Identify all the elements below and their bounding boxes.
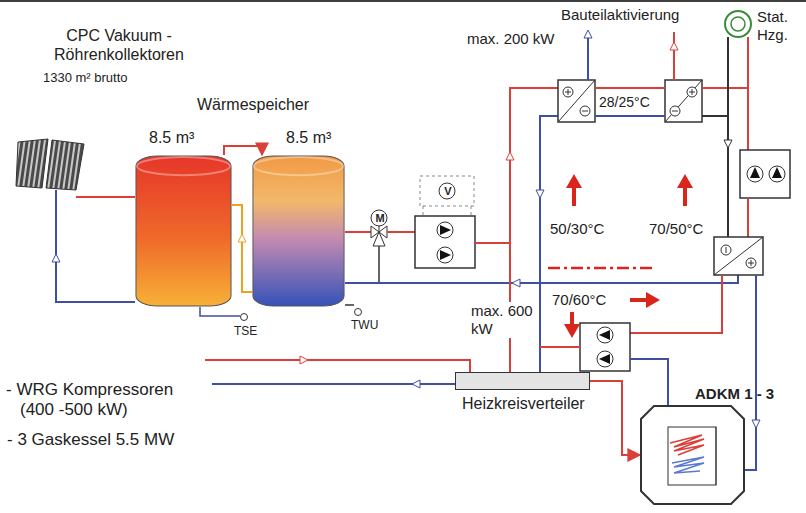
valve-letter: V <box>442 184 454 198</box>
storage-tank: 8.5 m³ <box>252 155 345 307</box>
storage-tank: 8.5 m³ <box>135 155 232 307</box>
sensor-label: TSE <box>233 324 258 338</box>
heat-exchanger <box>558 80 595 122</box>
collector-panel <box>16 139 48 188</box>
valve-letter: M <box>374 211 386 225</box>
heat-exchanger <box>714 237 763 275</box>
pipe-connector <box>590 381 640 455</box>
collector-panel <box>46 140 84 190</box>
node-heading: Heizkreisverteiler <box>462 394 585 413</box>
sensor-label: TWU <box>350 318 379 332</box>
consumer-label: Stat. Hzg. <box>756 8 802 44</box>
collector-label: CPC Vakuum - Röhrenkollektoren <box>38 26 200 64</box>
node-heading: 8.5 m³ <box>286 128 331 147</box>
temperature-label: 50/30°C <box>549 220 605 238</box>
temperature-label: 70/50°C <box>648 220 704 238</box>
consumer-label: Bauteilaktivierung <box>560 6 680 24</box>
heat-exchanger <box>665 80 702 122</box>
chiller-unit: ADKM 1 - 3 <box>640 405 745 505</box>
storage-label: Wärmespeicher <box>196 95 310 114</box>
temperature-label: 70/60°C <box>551 291 607 309</box>
distributor-bar: Heizkreisverteiler <box>455 372 590 390</box>
temperature-label: 28/25°C <box>598 94 651 111</box>
power-label: max. 600 kW <box>470 302 534 338</box>
source-label: - 3 Gaskessel 5.5 MW <box>6 430 175 450</box>
pipe-connector <box>224 146 262 155</box>
source-label: - WRG Kompressoren (400 -500 kW) <box>6 380 199 421</box>
node-heading: 8.5 m³ <box>149 128 194 147</box>
area-label: 1330 m² brutto <box>42 70 129 86</box>
node-heading: ADKM 1 - 3 <box>695 385 774 403</box>
flow-arrow <box>564 174 693 338</box>
power-label: max. 200 kW <box>466 30 556 48</box>
